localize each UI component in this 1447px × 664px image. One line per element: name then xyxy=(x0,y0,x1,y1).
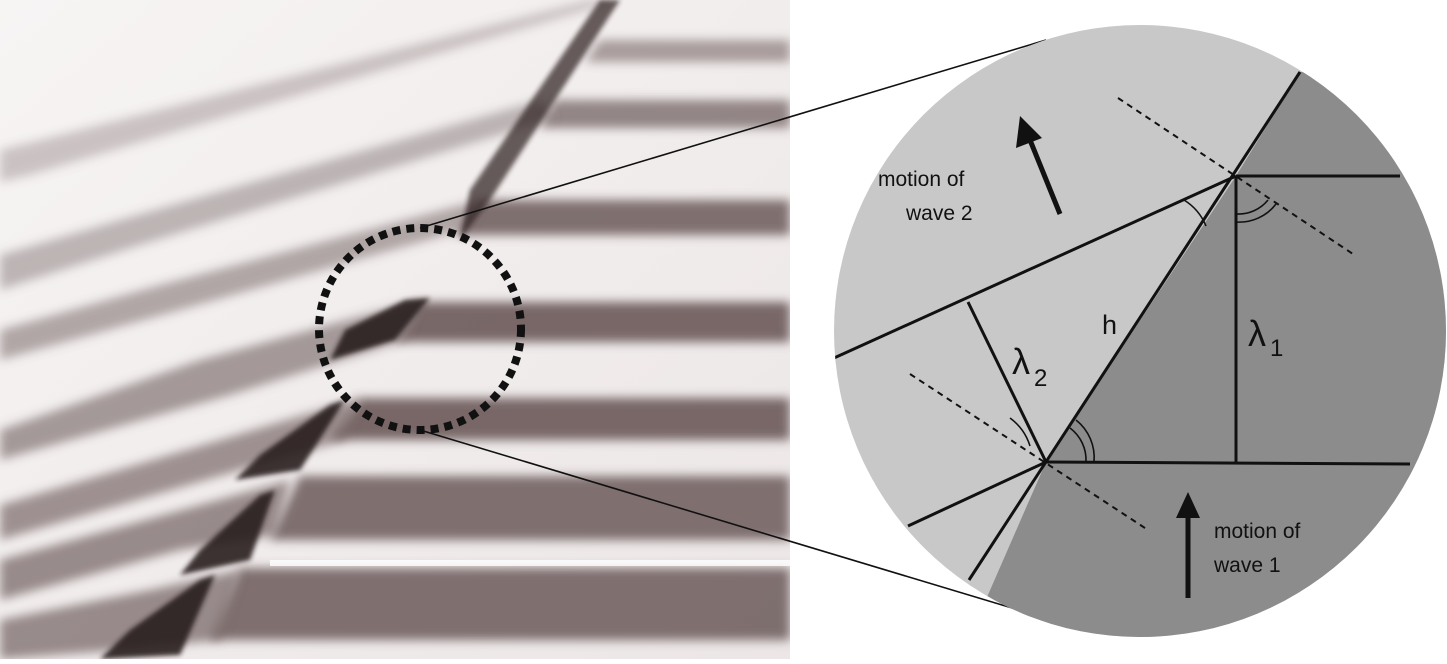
boundary-line xyxy=(967,71,1302,581)
solid-lines xyxy=(834,71,1411,581)
lambda2-label: λ xyxy=(1012,341,1030,382)
wave1-arrow xyxy=(1176,492,1200,598)
angle-arc-bottom-left xyxy=(1009,417,1031,447)
arrow-up-icon xyxy=(1176,492,1200,518)
angle-arc-top-left xyxy=(1183,199,1207,227)
normal-top xyxy=(1117,97,1357,257)
angle-arc-top-right-outer xyxy=(1235,203,1277,223)
dashed-normals xyxy=(909,97,1357,531)
bright-strip xyxy=(270,560,790,566)
angle-arcs xyxy=(1009,199,1277,463)
angle-arc-bottom-right-outer xyxy=(1075,419,1095,463)
lambda2-segment xyxy=(966,301,1048,463)
wave-photograph xyxy=(0,0,790,659)
wave2-arrow xyxy=(1016,116,1063,215)
wave1-region xyxy=(960,72,1446,637)
angle-arc-bottom-right-inner xyxy=(1069,427,1087,463)
lambda1-label: λ xyxy=(1248,313,1266,354)
shock-front xyxy=(100,0,620,659)
zoom-line-bottom xyxy=(419,429,1053,621)
lambda2-subscript: 2 xyxy=(1034,365,1047,392)
wave2-motion-label-line2: wave 2 xyxy=(905,202,973,225)
normal-bottom xyxy=(909,373,1149,531)
h-label: h xyxy=(1102,310,1117,340)
wave1-motion-label-line1: motion of xyxy=(1214,520,1301,543)
lambda1-subscript: 1 xyxy=(1270,335,1283,362)
wave2-motion-label-line1: motion of xyxy=(878,168,965,191)
wave1-front-bottom xyxy=(1045,460,1411,466)
wave1-motion-label-line2: wave 1 xyxy=(1213,554,1281,577)
magnified-diagram: motion of wave 2 motion of wave 1 h λ 1 … xyxy=(834,25,1446,637)
wave2-front-top xyxy=(834,174,1237,360)
arrow-up-left-icon xyxy=(1016,116,1042,148)
zoom-connector-lines xyxy=(419,39,1053,621)
wave2-front-bottom xyxy=(907,460,1047,528)
horizontal-wave-bands xyxy=(210,40,790,640)
zoom-line-top xyxy=(419,39,1047,229)
angle-arc-top-right-inner xyxy=(1235,199,1269,215)
